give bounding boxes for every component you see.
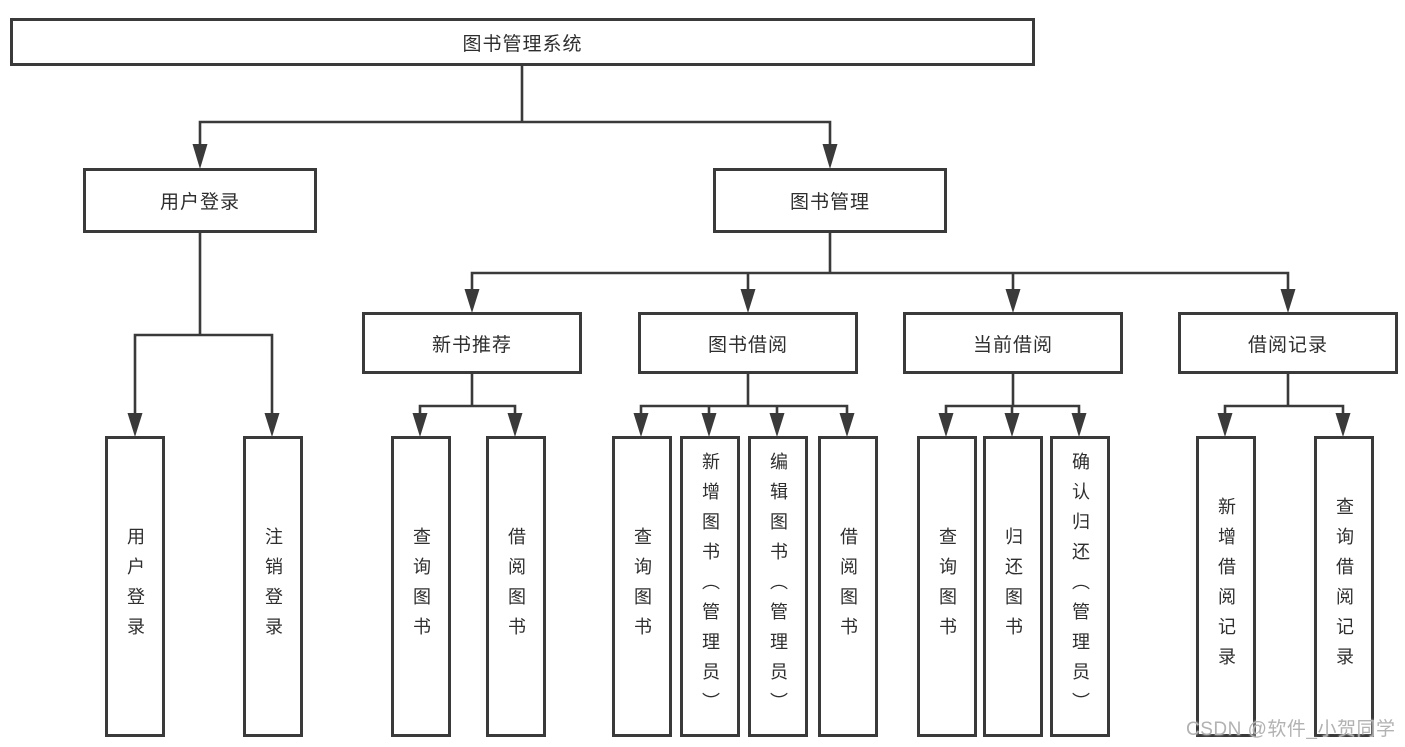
arrow-down-icon [839, 413, 855, 437]
node-library-management-system: 图书管理系统 [10, 18, 1035, 66]
arrowheads [127, 144, 1351, 437]
arrow-down-icon [633, 413, 649, 437]
arrow-down-icon [1217, 413, 1233, 437]
node-borrow-books-recommend: 借阅图书 [486, 436, 546, 737]
node-query-books-recommend: 查询图书 [391, 436, 451, 737]
arrow-down-icon [264, 413, 280, 437]
node-book-borrowing: 图书借阅 [638, 312, 858, 374]
arrow-down-icon [1335, 413, 1351, 437]
arrow-down-icon [192, 144, 208, 169]
connector-borrowing-to-leaves [639, 372, 849, 417]
node-confirm-return-admin: 确认归还（管理员） [1050, 436, 1110, 737]
arrow-down-icon [769, 413, 785, 437]
arrow-down-icon [127, 413, 143, 437]
node-borrowing-records: 借阅记录 [1178, 312, 1398, 374]
arrow-down-icon [1071, 413, 1087, 437]
node-borrow-books: 借阅图书 [818, 436, 878, 737]
node-user-login: 用户登录 [105, 436, 165, 737]
arrow-down-icon [507, 413, 523, 437]
arrow-down-icon [701, 413, 717, 437]
arrow-down-icon [1280, 289, 1296, 313]
arrow-down-icon [740, 289, 756, 313]
arrow-down-icon [938, 413, 954, 437]
connector-newbook-to-leaves [418, 372, 517, 417]
node-logout: 注销登录 [243, 436, 303, 737]
node-add-borrow-record: 新增借阅记录 [1196, 436, 1256, 737]
node-book-management-branch: 图书管理 [713, 168, 947, 233]
connector-userlogin-to-leaves [133, 231, 274, 417]
arrow-down-icon [464, 289, 480, 313]
node-add-books-admin: 新增图书（管理员） [680, 436, 740, 737]
arrow-down-icon [412, 413, 428, 437]
node-return-books: 归还图书 [983, 436, 1043, 737]
node-query-borrow-record: 查询借阅记录 [1314, 436, 1374, 737]
node-new-book-recommendation: 新书推荐 [362, 312, 582, 374]
node-query-books-current: 查询图书 [917, 436, 977, 737]
connector-bookmgmt-to-level3 [470, 231, 1290, 293]
arrow-down-icon [822, 144, 838, 169]
connector-root-to-level2 [198, 64, 832, 148]
connector-records-to-leaves [1223, 372, 1345, 417]
arrow-down-icon [1004, 413, 1020, 437]
node-current-borrowing: 当前借阅 [903, 312, 1123, 374]
csdn-watermark: CSDN @软件_小贺同学 [1186, 719, 1396, 740]
node-query-books-borrowing: 查询图书 [612, 436, 672, 737]
arrow-down-icon [1005, 289, 1021, 313]
connector-current-to-leaves [944, 372, 1081, 417]
node-user-login-branch: 用户登录 [83, 168, 317, 233]
node-edit-books-admin: 编辑图书（管理员） [748, 436, 808, 737]
